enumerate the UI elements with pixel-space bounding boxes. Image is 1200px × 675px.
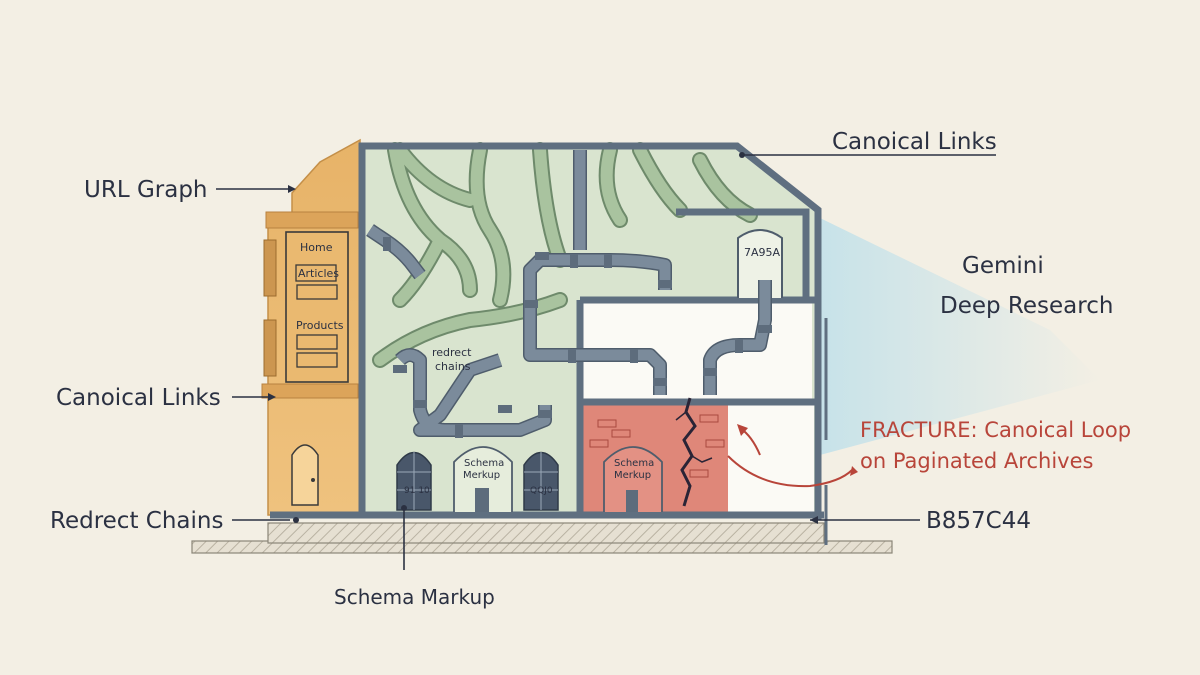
schema-merkup-inner-line1: Schema — [464, 458, 504, 469]
building-walls — [270, 142, 828, 545]
arch-left-mark: 91 10 — [404, 486, 430, 496]
redirect-chains-inner-line1: redrect — [432, 346, 472, 359]
schema-merkup-inner-line2: Merkup — [463, 470, 500, 481]
canonical-links-top-label: Canoical Links — [832, 129, 997, 155]
schema-markup-label: Schema Markup — [334, 585, 495, 609]
facade-articles-label: Articles — [298, 267, 339, 280]
research-beam — [820, 218, 1100, 455]
url-graph-label: URL Graph — [84, 177, 208, 203]
pipes — [366, 150, 772, 438]
facade-tower — [261, 138, 361, 516]
fracture-room-right — [728, 404, 814, 515]
red-schema-merkup-line1: Schema — [614, 458, 654, 469]
ground-floor-arches — [396, 446, 663, 512]
redirect-chains-inner-line2: chains — [435, 360, 471, 373]
fracture-crack — [589, 397, 725, 507]
leader-lines — [216, 152, 996, 570]
tag-code-label: 7A95A — [744, 246, 781, 259]
fracture-loop-arrow — [727, 424, 858, 488]
redirect-chains-label: Redrect Chains — [50, 508, 223, 534]
fracture-label-line2: on Paginated Archives — [860, 449, 1093, 473]
facade-products-label: Products — [296, 319, 344, 332]
canonical-links-left-label: Canoical Links — [56, 385, 221, 411]
fracture-label-line1: FRACTURE: Canoical Loop — [860, 418, 1131, 442]
ground-slab — [191, 522, 893, 554]
gemini-label-line2: Deep Research — [940, 293, 1113, 319]
red-schema-merkup-line2: Merkup — [614, 470, 651, 481]
color-code-label: B857C44 — [926, 508, 1031, 534]
arch-right-mark: QQJ0 — [530, 486, 553, 496]
gemini-label-line1: Gemini — [962, 253, 1044, 279]
facade-home-label: Home — [300, 241, 333, 254]
